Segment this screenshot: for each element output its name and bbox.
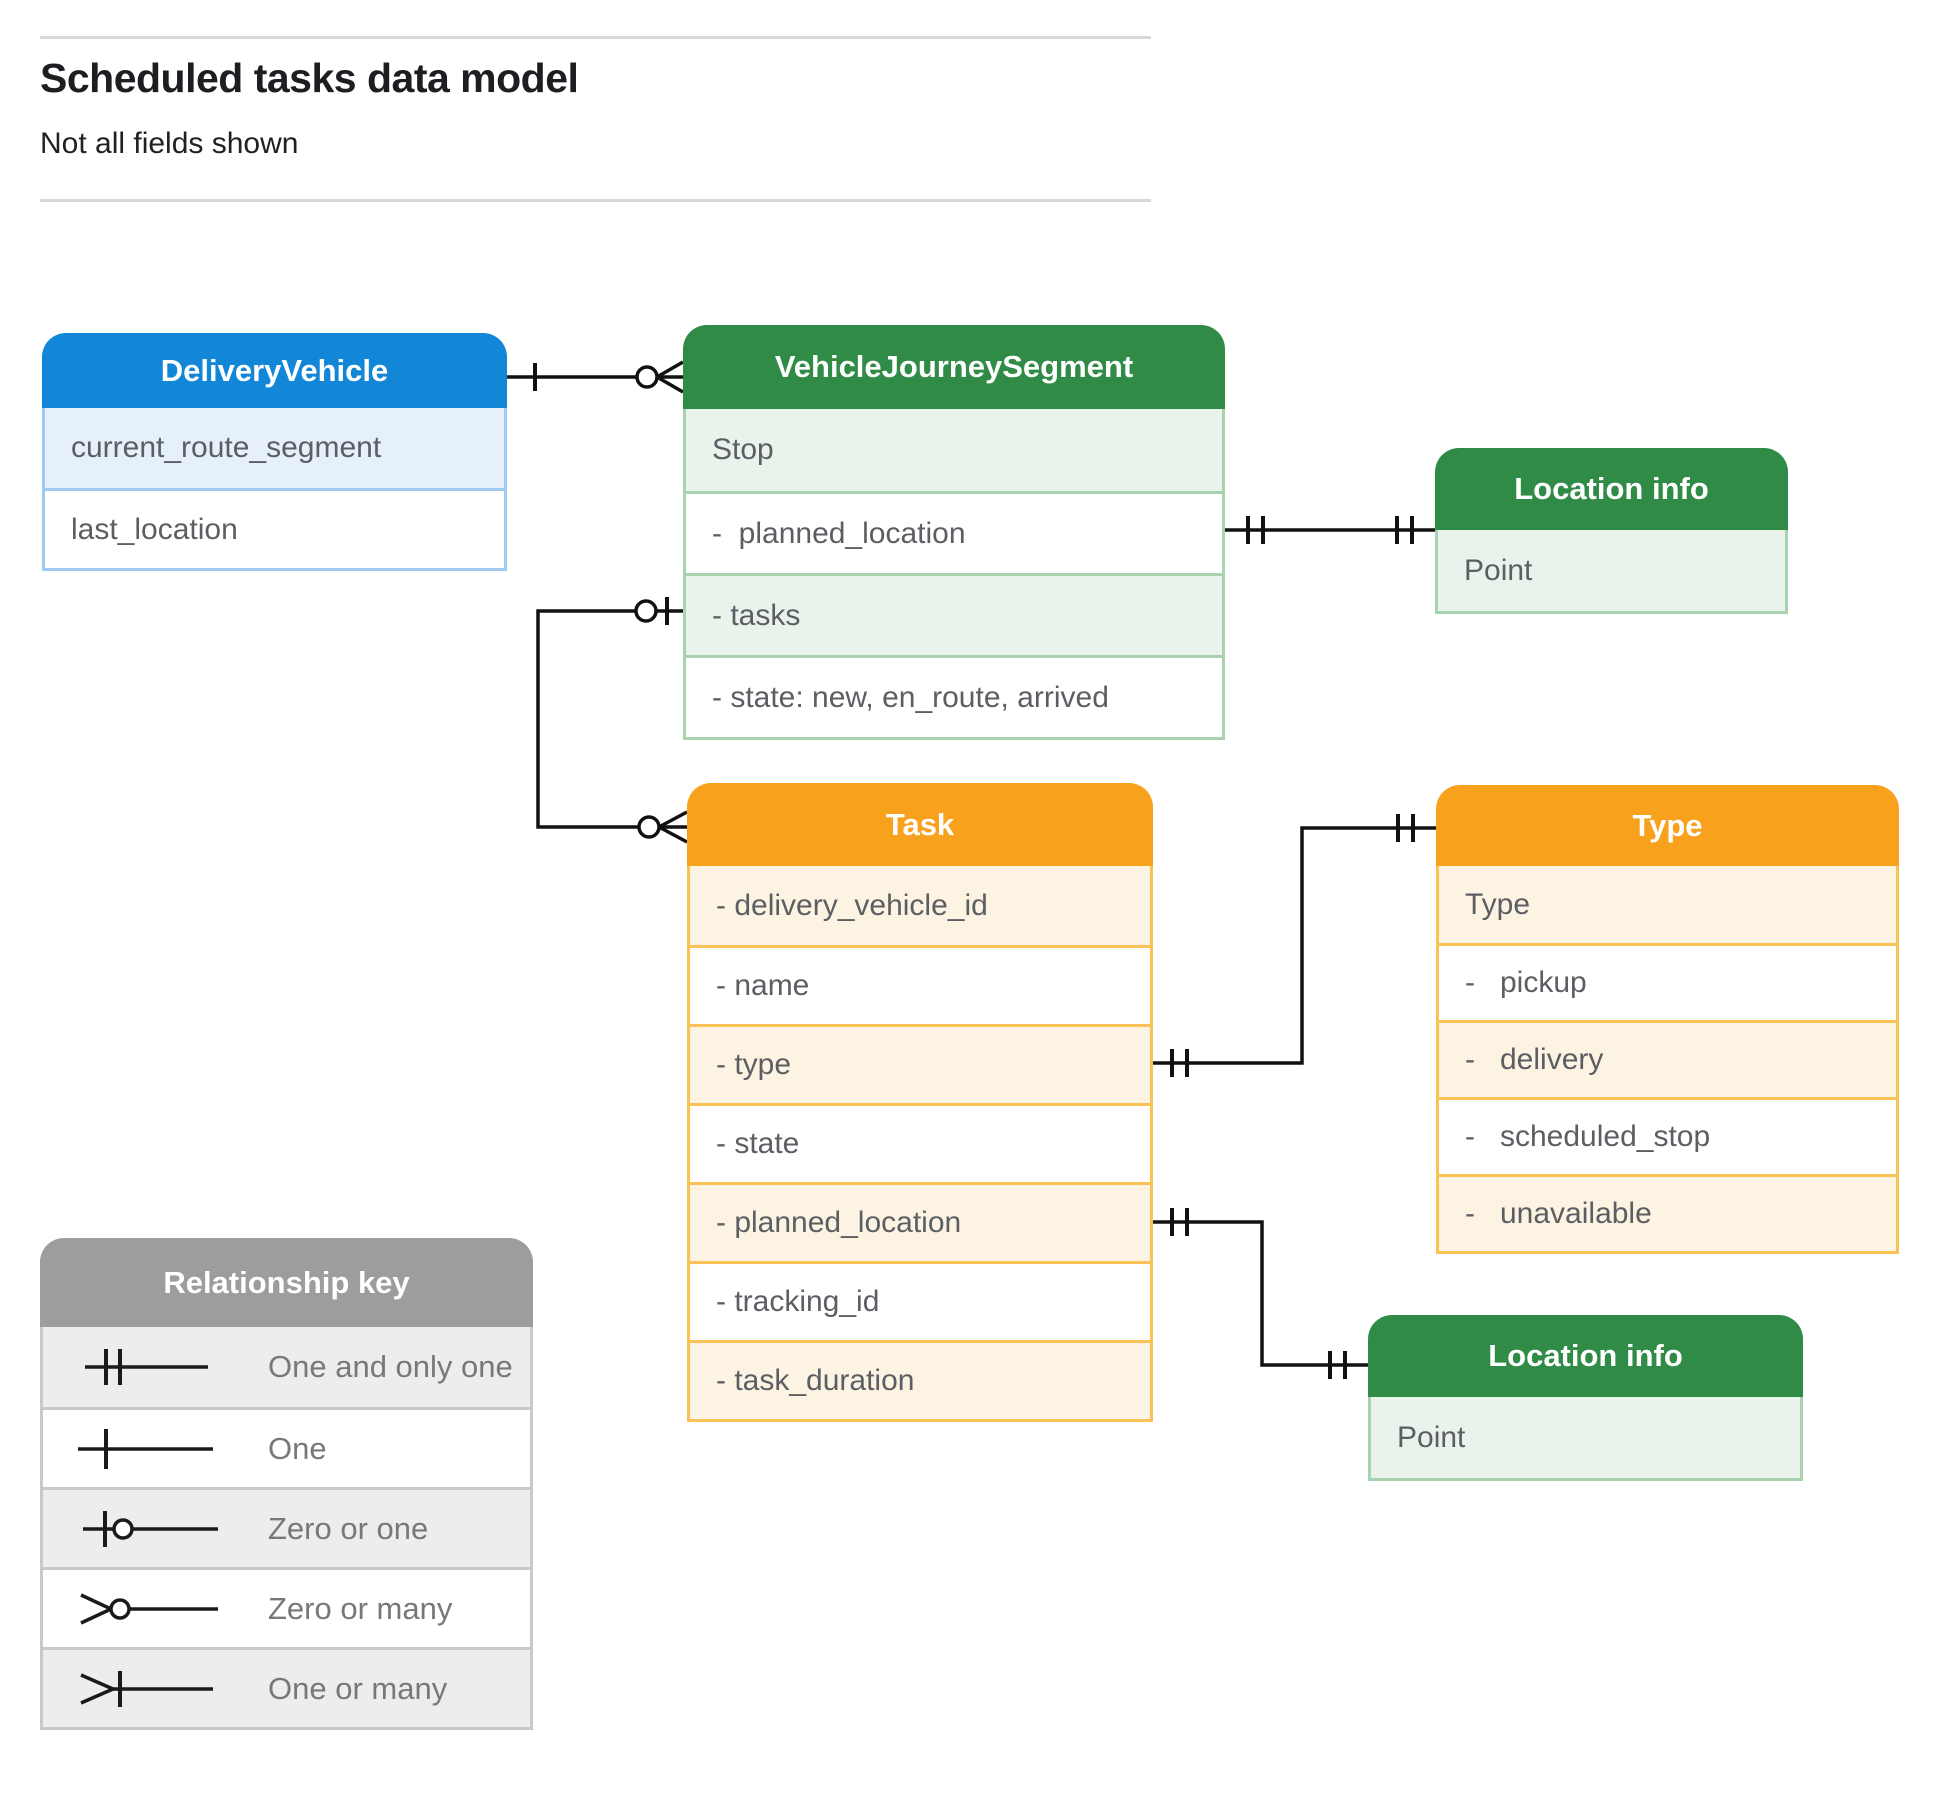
connector-plannedlocation-locationinfo-top [1225,516,1435,544]
field-type: - type [690,1024,1150,1103]
legend-item-one-or-many: One or many [43,1647,530,1727]
one-or-many-symbol [80,1670,213,1707]
field-pickup: - pickup [1439,943,1896,1020]
field-name: - name [690,945,1150,1024]
field-task-state: - state [690,1103,1150,1182]
field-type-label: Type [1439,866,1896,943]
connector-tasks-task [536,597,688,844]
field-scheduled-stop: - scheduled_stop [1439,1097,1896,1174]
entity-task: Task - delivery_vehicle_id - name - type… [687,783,1153,1422]
field-planned-location: - planned_location [686,491,1222,573]
legend-header: Relationship key [40,1238,533,1327]
field-point: Point [1438,530,1785,611]
subtitle-divider [40,199,1151,202]
field-delivery-vehicle-id: - delivery_vehicle_id [690,866,1150,945]
field-tracking-id: - tracking_id [690,1261,1150,1340]
field-stop: Stop [686,409,1222,491]
legend-label: One or many [268,1670,448,1706]
page-subtitle: Not all fields shown [40,127,299,160]
entity-type-header: Type [1436,785,1899,866]
legend-item-zero-or-many: Zero or many [43,1567,530,1647]
relationship-key-legend: Relationship key One and only one One [40,1238,533,1730]
entity-location-info-top: Location info Point [1435,448,1788,614]
field-tasks: - tasks [686,573,1222,655]
entity-vehicle-journey-segment: VehicleJourneySegment Stop - planned_loc… [683,325,1225,740]
legend-item-one-and-only-one: One and only one [43,1327,530,1407]
one-and-only-one-symbol [85,1349,208,1385]
page-title: Scheduled tasks data model [40,55,579,101]
field-task-duration: - task_duration [690,1340,1150,1419]
entity-delivery-vehicle-header: DeliveryVehicle [42,333,507,408]
legend-label: Zero or one [268,1510,429,1546]
legend-label: One [268,1430,327,1466]
field-unavailable: - unavailable [1439,1174,1896,1251]
zero-or-one-symbol [83,1510,218,1547]
connector-deliveryvehicle-vehiclejourneysegment [507,360,684,394]
legend-item-zero-or-one: Zero or one [43,1487,530,1567]
entity-type: Type Type - pickup - delivery - schedule… [1436,785,1899,1254]
entity-location-info-bottom: Location info Point [1368,1315,1803,1481]
entity-location-info-top-header: Location info [1435,448,1788,530]
entity-task-header: Task [687,783,1153,866]
entity-location-info-bottom-header: Location info [1368,1315,1803,1397]
field-state: - state: new, en_route, arrived [686,655,1222,737]
field-last-location: last_location [45,488,504,568]
field-task-planned-location: - planned_location [690,1182,1150,1261]
field-delivery: - delivery [1439,1020,1896,1097]
legend-label: Zero or many [268,1590,453,1626]
legend-item-one: One [43,1407,530,1487]
one-symbol [78,1428,213,1469]
field-point-bottom: Point [1371,1397,1800,1478]
entity-vehicle-journey-segment-header: VehicleJourneySegment [683,325,1225,409]
connector-plannedlocation-locationinfo-bottom [1153,1208,1368,1379]
zero-or-many-symbol [80,1592,218,1625]
top-divider [40,36,1151,39]
entity-delivery-vehicle: DeliveryVehicle current_route_segment la… [42,333,507,571]
legend-label: One and only one [268,1349,513,1384]
connector-type-type [1153,814,1436,1077]
field-current-route-segment: current_route_segment [45,408,504,488]
